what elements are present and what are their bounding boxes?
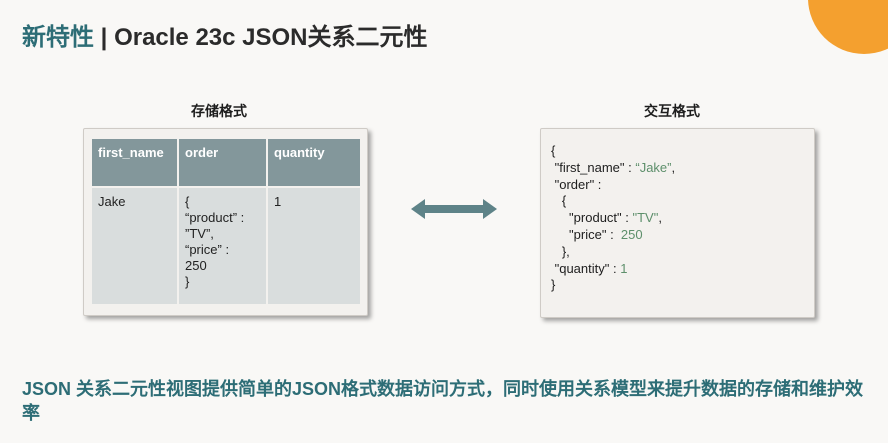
summary-text: JSON 关系二元性视图提供简单的JSON格式数据访问方式，同时使用关系模型来提… [22,379,864,423]
column-header-order: order [178,139,268,187]
json-value-price: 250 [620,226,643,242]
title-separator: | [94,24,115,51]
title-accent: 新特性 [22,24,94,51]
table-header-row: first_name order quantity [92,139,360,187]
storage-format-label: 存储格式 [191,103,247,119]
json-key-first-name: "first_name" : [551,159,636,175]
relational-table: first_name order quantity Jake { “produc… [92,139,360,304]
json-key-order: "order" : [551,176,602,192]
title-main: Oracle 23c JSON关系二元性 [114,24,428,51]
bidirectional-arrow-icon [411,199,497,219]
column-header-quantity: quantity [267,139,360,187]
corner-decoration [808,0,888,54]
json-document: { "first_name" : “Jake”, "order" : { "pr… [551,143,804,294]
interactive-format-label: 交互格式 [644,103,700,119]
cell-first-name: Jake [92,186,179,304]
json-key-product: "product" : [551,210,633,226]
json-line: }, [551,243,570,259]
json-value-first-name: “Jake” [635,159,672,175]
json-value-quantity: 1 [620,260,628,276]
json-punct: , [671,159,676,175]
cell-order: { “product” : ”TV”, “price” : 250 } [178,186,268,304]
table-row: Jake { “product” : ”TV”, “price” : 250 }… [92,186,360,304]
json-punct: , [658,210,662,226]
json-key-quantity: "quantity" : [551,260,621,276]
page-title: 新特性 | Oracle 23c JSON关系二元性 [22,17,428,52]
column-header-first-name: first_name [92,139,179,187]
json-line: { [551,193,567,209]
json-line: { [551,143,556,158]
storage-table-panel: first_name order quantity Jake { “produc… [83,128,368,316]
json-line: } [551,277,556,293]
json-key-price: "price" : [551,226,621,242]
json-value-product: "TV" [632,210,659,226]
json-document-panel: { "first_name" : “Jake”, "order" : { "pr… [540,128,815,318]
cell-quantity: 1 [267,186,360,304]
